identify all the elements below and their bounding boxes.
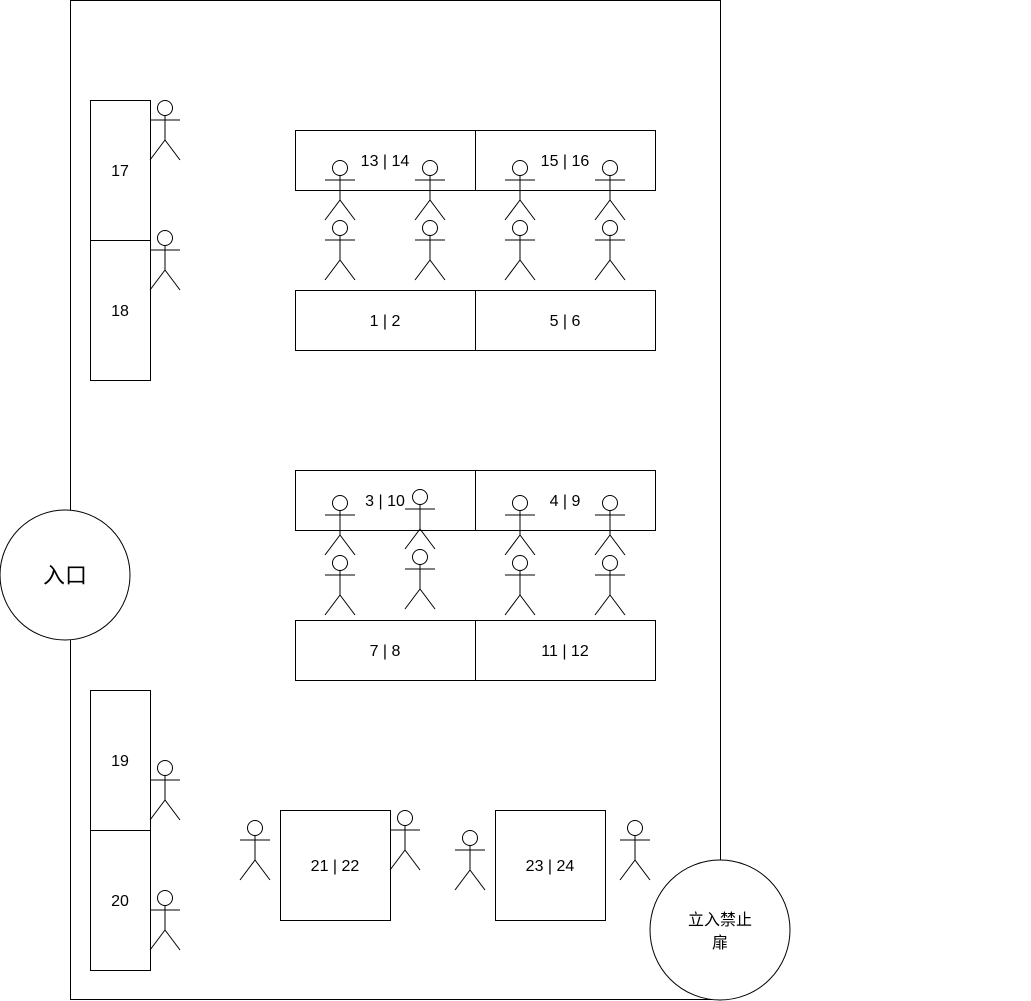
table-11-12: 11 | 12 <box>475 620 656 681</box>
person-icon <box>594 495 626 556</box>
table-1-2: 1 | 2 <box>295 290 476 351</box>
table-23-24: 23 | 24 <box>495 810 606 921</box>
person-icon <box>504 495 536 556</box>
wall-desk-18-label: 18 <box>111 303 129 320</box>
person-icon <box>454 830 486 891</box>
person-icon <box>324 555 356 616</box>
person-icon <box>149 230 181 291</box>
person-icon <box>414 160 446 221</box>
table-13-14: 13 | 14 <box>295 130 476 191</box>
table-15-16: 15 | 16 <box>475 130 656 191</box>
table-13-14-label: 13 | 14 <box>361 153 410 170</box>
person-icon <box>389 810 421 871</box>
table-3-10: 3 | 10 <box>295 470 476 531</box>
wall-desk-20: 20 <box>90 830 151 971</box>
person-icon <box>594 555 626 616</box>
table-5-6: 5 | 6 <box>475 290 656 351</box>
person-icon <box>239 820 271 881</box>
table-15-16-label: 15 | 16 <box>541 153 590 170</box>
person-icon <box>404 549 436 610</box>
table-7-8: 7 | 8 <box>295 620 476 681</box>
person-icon <box>324 220 356 281</box>
entrance-label: 入口 <box>43 563 87 588</box>
person-figures <box>149 100 651 951</box>
person-icon <box>149 100 181 161</box>
person-icon <box>619 820 651 881</box>
room-outline <box>70 0 721 1000</box>
table-4-9: 4 | 9 <box>475 470 656 531</box>
entrance: 入口 <box>0 509 131 641</box>
table-21-22-label: 21 | 22 <box>311 858 360 875</box>
person-icon <box>324 495 356 556</box>
person-icon <box>149 890 181 951</box>
table-4-9-label: 4 | 9 <box>550 493 581 510</box>
table-7-8-label: 7 | 8 <box>370 643 401 660</box>
no-entry-door-label-line1: 立入禁止 <box>688 911 752 929</box>
table-5-6-label: 5 | 6 <box>550 313 581 330</box>
person-icon <box>404 489 436 550</box>
person-icon <box>414 220 446 281</box>
person-icon <box>504 220 536 281</box>
table-1-2-label: 1 | 2 <box>370 313 401 330</box>
person-icon <box>594 220 626 281</box>
wall-desk-17: 17 <box>90 100 151 241</box>
table-23-24-label: 23 | 24 <box>526 858 575 875</box>
wall-desk-17-label: 17 <box>111 163 129 180</box>
person-icon <box>504 160 536 221</box>
person-icon <box>504 555 536 616</box>
no-entry-door: 立入禁止 扉 <box>649 859 791 1001</box>
person-icon <box>149 760 181 821</box>
person-icon <box>324 160 356 221</box>
no-entry-door-label-line2: 扉 <box>712 934 728 952</box>
wall-desk-18: 18 <box>90 240 151 381</box>
wall-desk-19: 19 <box>90 690 151 831</box>
person-icon <box>594 160 626 221</box>
table-11-12-label: 11 | 12 <box>541 643 589 660</box>
wall-desk-19-label: 19 <box>111 753 129 770</box>
table-3-10-label: 3 | 10 <box>365 493 405 510</box>
wall-desk-20-label: 20 <box>111 893 129 910</box>
table-21-22: 21 | 22 <box>280 810 391 921</box>
